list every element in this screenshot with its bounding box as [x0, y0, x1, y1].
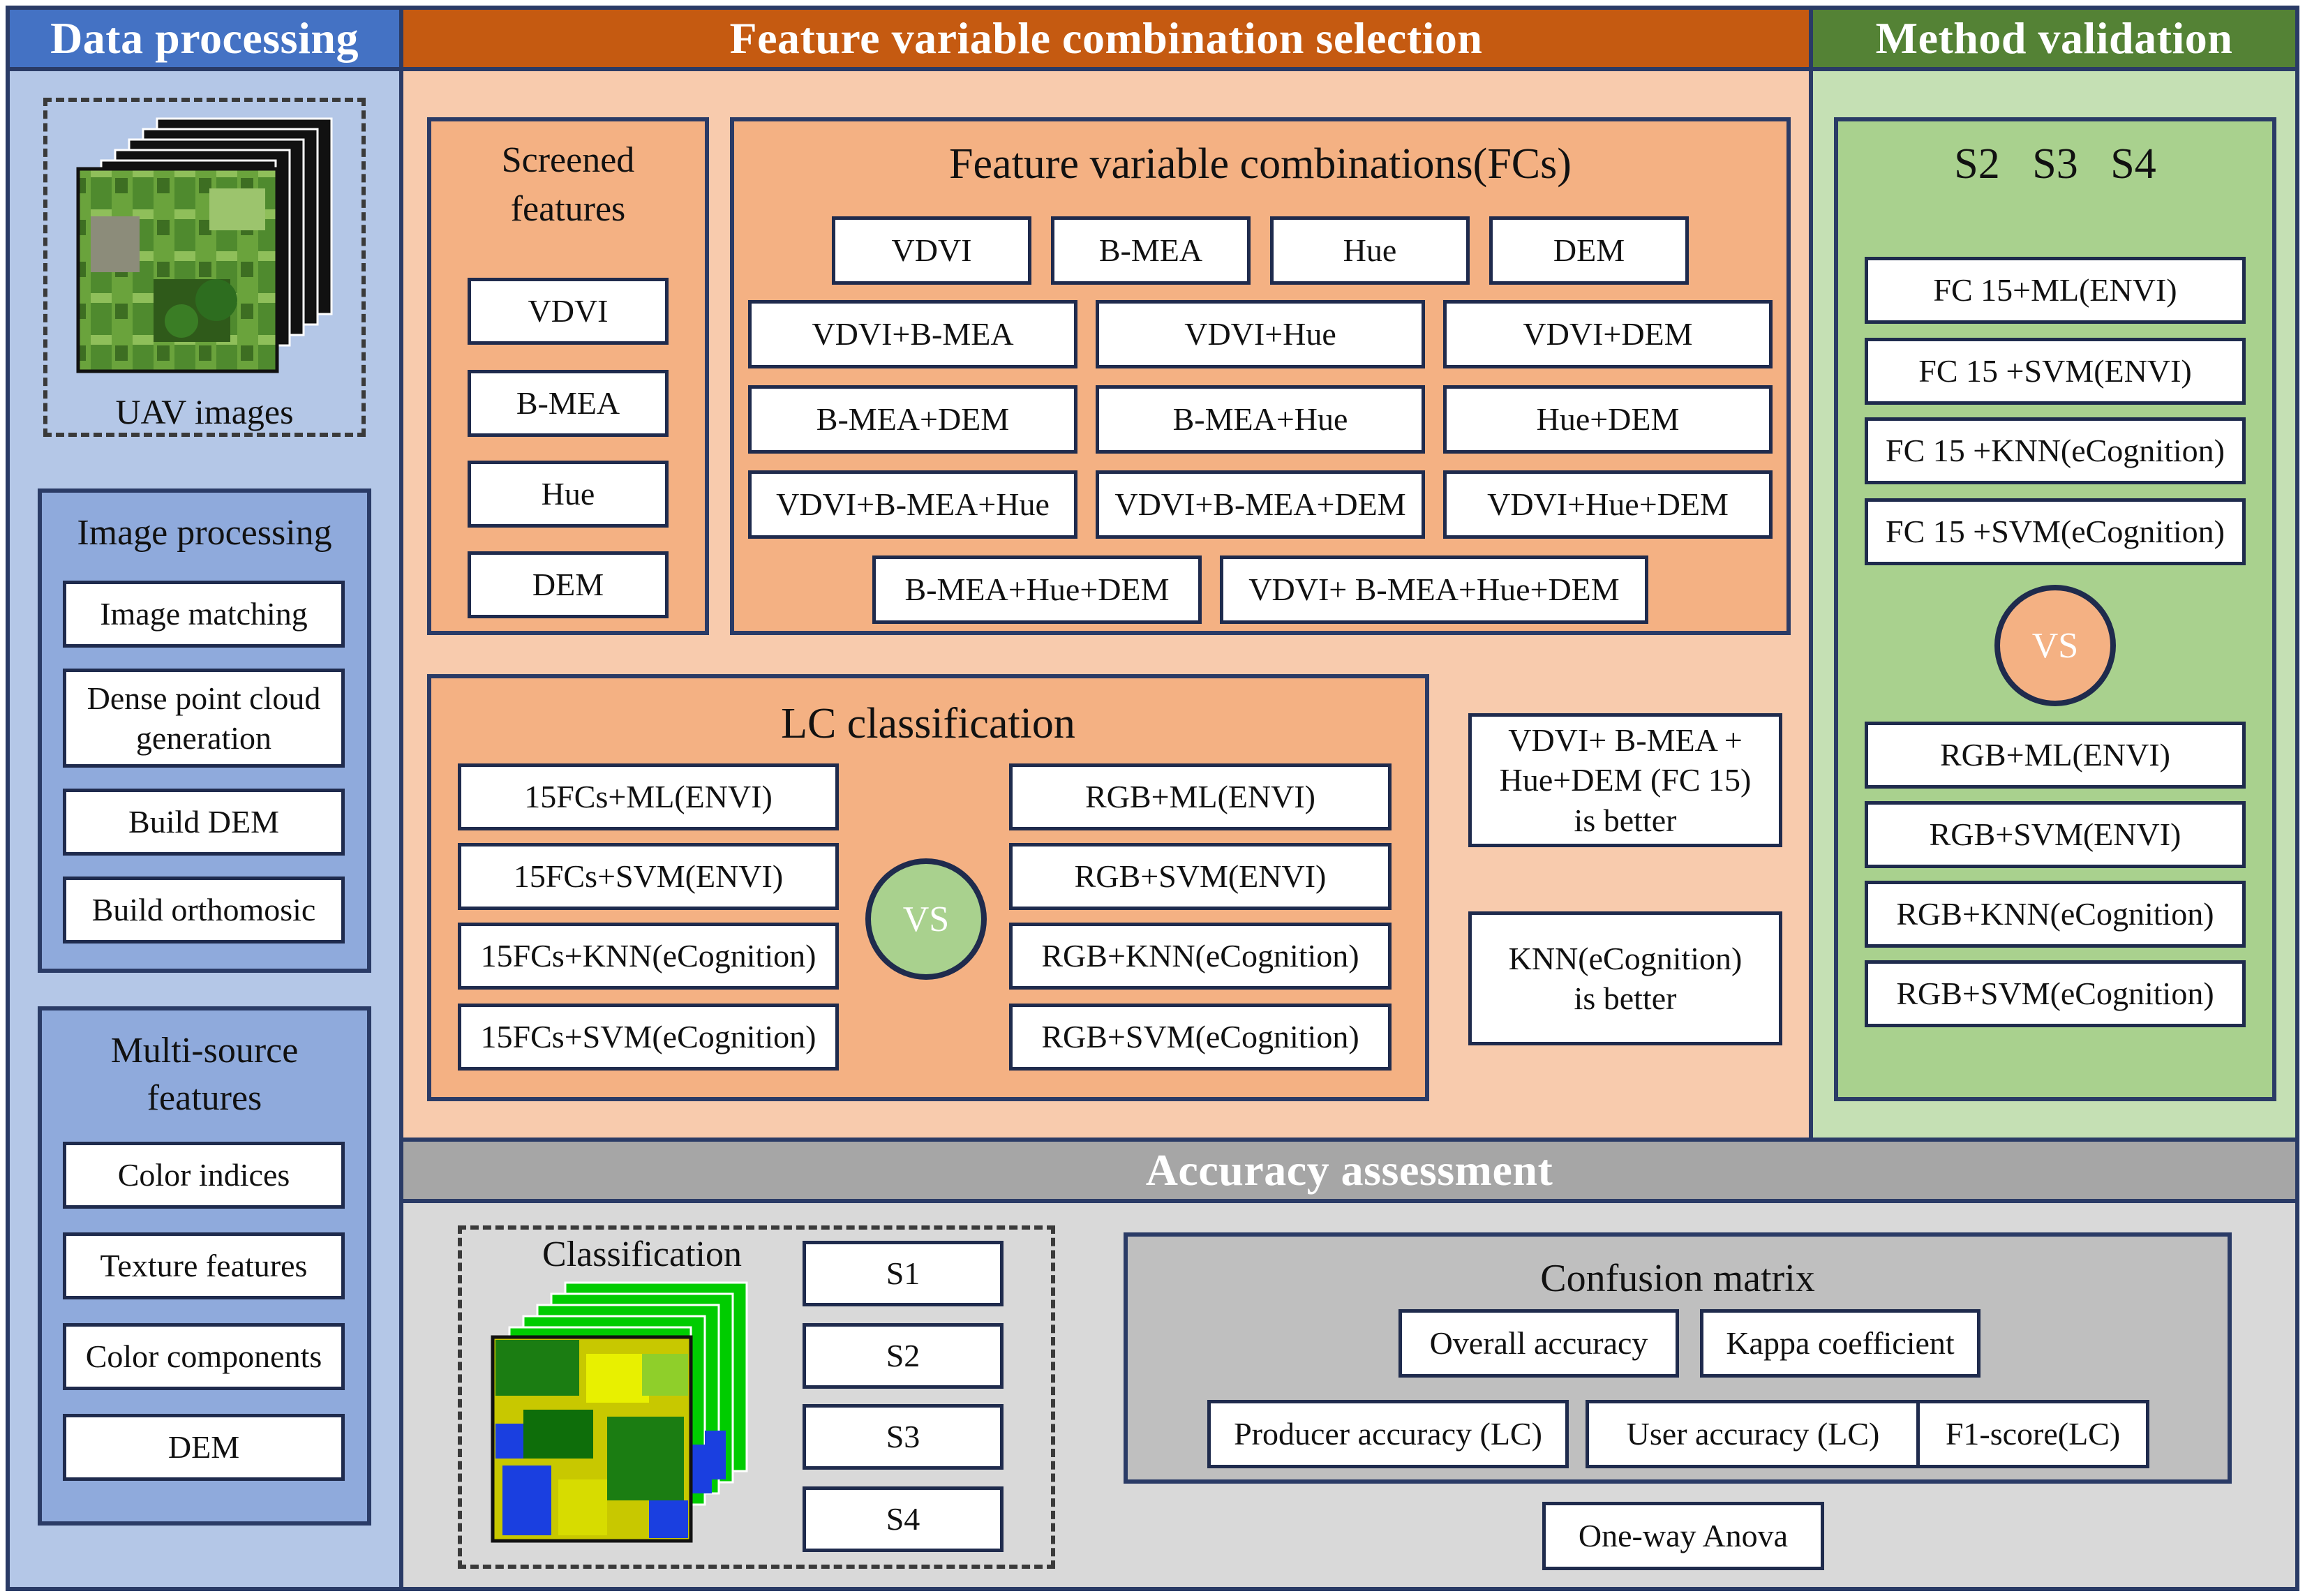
lc-vs-circle: VS: [865, 858, 987, 980]
accuracy-header: Accuracy assessment: [403, 1142, 2295, 1203]
fc-vdvi-bmea-hue-box: VDVI+B-MEA+Hue: [748, 470, 1077, 539]
screened-dem-box: DEM: [468, 551, 669, 618]
lc-rgb-svm-envi-box: RGB+SVM(ENVI): [1009, 843, 1392, 910]
fc-vdvi-hue-dem-box: VDVI+Hue+DEM: [1443, 470, 1773, 539]
dem-feature-box: DEM: [63, 1414, 345, 1481]
fc-bmea-hue-box: B-MEA+Hue: [1096, 385, 1425, 454]
site-s2-box: S2: [803, 1323, 1004, 1389]
overall-accuracy-box: Overall accuracy: [1398, 1309, 1679, 1378]
site-s3-box: S3: [803, 1404, 1004, 1470]
color-indices-box: Color indices: [63, 1142, 345, 1209]
lc-15fcs-knn-box: 15FCs+KNN(eCognition): [458, 923, 839, 990]
conclusion-fc15-box: VDVI+ B-MEA + Hue+DEM (FC 15) is better: [1468, 713, 1782, 847]
fc-bmea-box: B-MEA: [1051, 216, 1251, 285]
mv-fc15-svm-envi-box: FC 15 +SVM(ENVI): [1865, 338, 2246, 405]
one-way-anova-box: One-way Anova: [1542, 1502, 1824, 1570]
lc-classification-title: LC classification: [781, 699, 1075, 747]
mv-rgb-knn-box: RGB+KNN(eCognition): [1865, 881, 2246, 948]
fc-vdvi-box: VDVI: [832, 216, 1031, 285]
fcs-panel: [730, 117, 1791, 635]
lc-15fcs-ml-box: 15FCs+ML(ENVI): [458, 763, 839, 830]
mv-rgb-svm-envi-box: RGB+SVM(ENVI): [1865, 801, 2246, 868]
classification-maps-stack: [491, 1281, 748, 1543]
fc-hue-dem-box: Hue+DEM: [1443, 385, 1773, 454]
fc-vdvi-bmea-dem-box: VDVI+B-MEA+DEM: [1096, 470, 1425, 539]
color-components-box: Color components: [63, 1323, 345, 1390]
fc-bmea-dem-box: B-MEA+DEM: [748, 385, 1077, 454]
build-orthomosic-box: Build orthomosic: [63, 877, 345, 944]
feature-selection-header: Feature variable combination selection: [403, 10, 1809, 71]
image-processing-title: Image processing: [77, 512, 332, 553]
multi-source-title: Multi-source features: [110, 1031, 299, 1118]
mv-vs-circle: VS: [1994, 585, 2116, 706]
conclusion-knn-box: KNN(eCognition) is better: [1468, 911, 1782, 1045]
mv-fc15-ml-box: FC 15+ML(ENVI): [1865, 257, 2246, 324]
screened-features-title: Screened features: [501, 140, 635, 229]
lc-15fcs-svm-envi-box: 15FCs+SVM(ENVI): [458, 843, 839, 910]
user-accuracy-box: User accuracy (LC): [1586, 1400, 1920, 1468]
mv-fc15-knn-box: FC 15 +KNN(eCognition): [1865, 417, 2246, 484]
mv-rgb-svm-ecog-box: RGB+SVM(eCognition): [1865, 960, 2246, 1027]
fc-vdvi-hue-box: VDVI+Hue: [1096, 300, 1425, 368]
dense-point-cloud-box: Dense point cloud generation: [63, 669, 345, 768]
site-s1-box: S1: [803, 1241, 1004, 1306]
uav-images-stack: [76, 117, 333, 373]
fc-vdvi-dem-box: VDVI+DEM: [1443, 300, 1773, 368]
kappa-coefficient-box: Kappa coefficient: [1700, 1309, 1980, 1378]
image-matching-box: Image matching: [63, 581, 345, 648]
fc-vdvi-bmea-box: VDVI+B-MEA: [748, 300, 1077, 368]
classification-label: Classification: [542, 1234, 742, 1274]
lc-rgb-ml-box: RGB+ML(ENVI): [1009, 763, 1392, 830]
fcs-title: Feature variable combinations(FCs): [949, 140, 1572, 188]
lc-rgb-svm-ecog-box: RGB+SVM(eCognition): [1009, 1004, 1392, 1071]
build-dem-box: Build DEM: [63, 789, 345, 856]
lc-rgb-knn-box: RGB+KNN(eCognition): [1009, 923, 1392, 990]
fc-bmea-hue-dem-box: B-MEA+Hue+DEM: [872, 555, 1202, 624]
texture-features-box: Texture features: [63, 1232, 345, 1299]
uav-images-label: UAV images: [115, 392, 294, 431]
producer-accuracy-box: Producer accuracy (LC): [1207, 1400, 1569, 1468]
mv-fc15-svm-ecog-box: FC 15 +SVM(eCognition): [1865, 498, 2246, 565]
fc-vdvi-bmea-hue-dem-box: VDVI+ B-MEA+Hue+DEM: [1220, 555, 1648, 624]
fc-hue-box: Hue: [1270, 216, 1470, 285]
lc-15fcs-svm-ecog-box: 15FCs+SVM(eCognition): [458, 1004, 839, 1071]
site-s4-box: S4: [803, 1486, 1004, 1552]
mv-rgb-ml-box: RGB+ML(ENVI): [1865, 722, 2246, 789]
screened-vdvi-box: VDVI: [468, 278, 669, 345]
f1-score-box: F1-score(LC): [1916, 1400, 2149, 1468]
confusion-matrix-title: Confusion matrix: [1540, 1257, 1815, 1300]
method-validation-header: Method validation: [1813, 10, 2295, 71]
screened-bmea-box: B-MEA: [468, 370, 669, 437]
classification-group: [458, 1225, 1055, 1569]
data-processing-header: Data processing: [10, 10, 399, 71]
fc-dem-box: DEM: [1489, 216, 1689, 285]
screened-hue-box: Hue: [468, 461, 669, 528]
uav-images-group: [43, 98, 366, 437]
method-sites-title: S2 S3 S4: [1954, 140, 2156, 188]
